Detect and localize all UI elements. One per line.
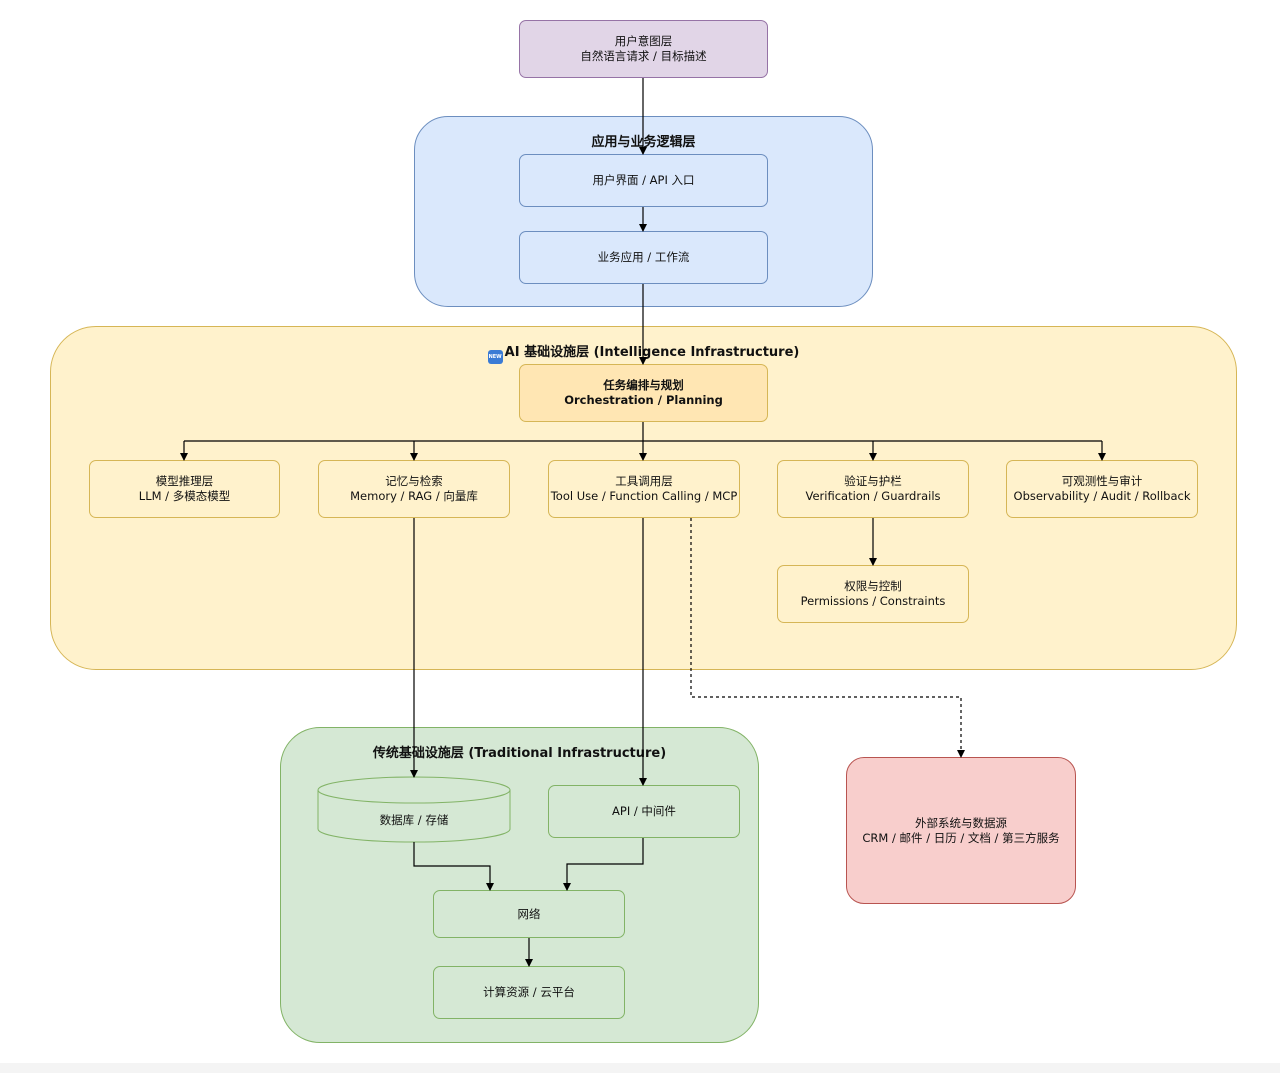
api-middleware-node[interactable]: API / 中间件: [548, 785, 740, 838]
app-layer-title: 应用与业务逻辑层: [591, 135, 696, 150]
tool-use-title: 工具调用层: [615, 474, 673, 488]
compute-label: 计算资源 / 云平台: [483, 985, 575, 999]
observability-subtitle: Observability / Audit / Rollback: [1013, 489, 1191, 503]
tool-use-node[interactable]: 工具调用层 Tool Use / Function Calling / MCP: [548, 460, 740, 518]
tool-use-subtitle: Tool Use / Function Calling / MCP: [550, 489, 738, 503]
model-inference-node[interactable]: 模型推理层 LLM / 多模态模型: [89, 460, 280, 518]
model-inference-subtitle: LLM / 多模态模型: [138, 489, 231, 503]
verification-subtitle: Verification / Guardrails: [805, 489, 941, 503]
ai-layer-title-text: AI 基础设施层 (Intelligence Infrastructure): [504, 345, 800, 360]
permissions-node[interactable]: 权限与控制 Permissions / Constraints: [777, 565, 969, 623]
business-app-label: 业务应用 / 工作流: [597, 250, 690, 264]
ui-api-node[interactable]: 用户界面 / API 入口: [519, 154, 768, 207]
model-inference-title: 模型推理层: [155, 474, 214, 488]
verification-title: 验证与护栏: [844, 474, 902, 488]
observability-title: 可观测性与审计: [1061, 474, 1143, 488]
external-systems-title: 外部系统与数据源: [915, 815, 1007, 830]
compute-node[interactable]: 计算资源 / 云平台: [433, 966, 625, 1019]
orchestration-title: 任务编排与规划: [603, 378, 684, 392]
user-intent-title: 用户意图层: [614, 34, 673, 48]
business-app-node[interactable]: 业务应用 / 工作流: [519, 231, 768, 284]
memory-retrieval-node[interactable]: 记忆与检索 Memory / RAG / 向量库: [318, 460, 510, 518]
traditional-layer-title: 传统基础设施层 (Traditional Infrastructure): [372, 746, 667, 761]
observability-node[interactable]: 可观测性与审计 Observability / Audit / Rollback: [1006, 460, 1198, 518]
user-intent-node[interactable]: 用户意图层 自然语言请求 / 目标描述: [519, 20, 768, 78]
permissions-subtitle: Permissions / Constraints: [800, 594, 946, 608]
database-label: 数据库 / 存储: [379, 813, 449, 827]
network-node[interactable]: 网络: [433, 890, 625, 938]
canvas-bottom-strip: [0, 1063, 1280, 1073]
external-systems-subtitle: CRM / 邮件 / 日历 / 文档 / 第三方服务: [862, 830, 1060, 845]
ui-api-label: 用户界面 / API 入口: [592, 173, 695, 187]
user-intent-subtitle: 自然语言请求 / 目标描述: [580, 49, 707, 63]
orchestration-node[interactable]: 任务编排与规划 Orchestration / Planning: [519, 364, 768, 422]
new-icon: NEW: [487, 350, 503, 364]
network-label: 网络: [517, 906, 541, 921]
memory-retrieval-title: 记忆与检索: [385, 474, 443, 488]
api-middleware-label: API / 中间件: [612, 804, 676, 818]
verification-node[interactable]: 验证与护栏 Verification / Guardrails: [777, 460, 969, 518]
memory-retrieval-subtitle: Memory / RAG / 向量库: [350, 489, 478, 503]
orchestration-subtitle: Orchestration / Planning: [564, 393, 723, 407]
external-systems-node[interactable]: 外部系统与数据源 CRM / 邮件 / 日历 / 文档 / 第三方服务: [846, 757, 1076, 904]
permissions-title: 权限与控制: [844, 579, 902, 593]
